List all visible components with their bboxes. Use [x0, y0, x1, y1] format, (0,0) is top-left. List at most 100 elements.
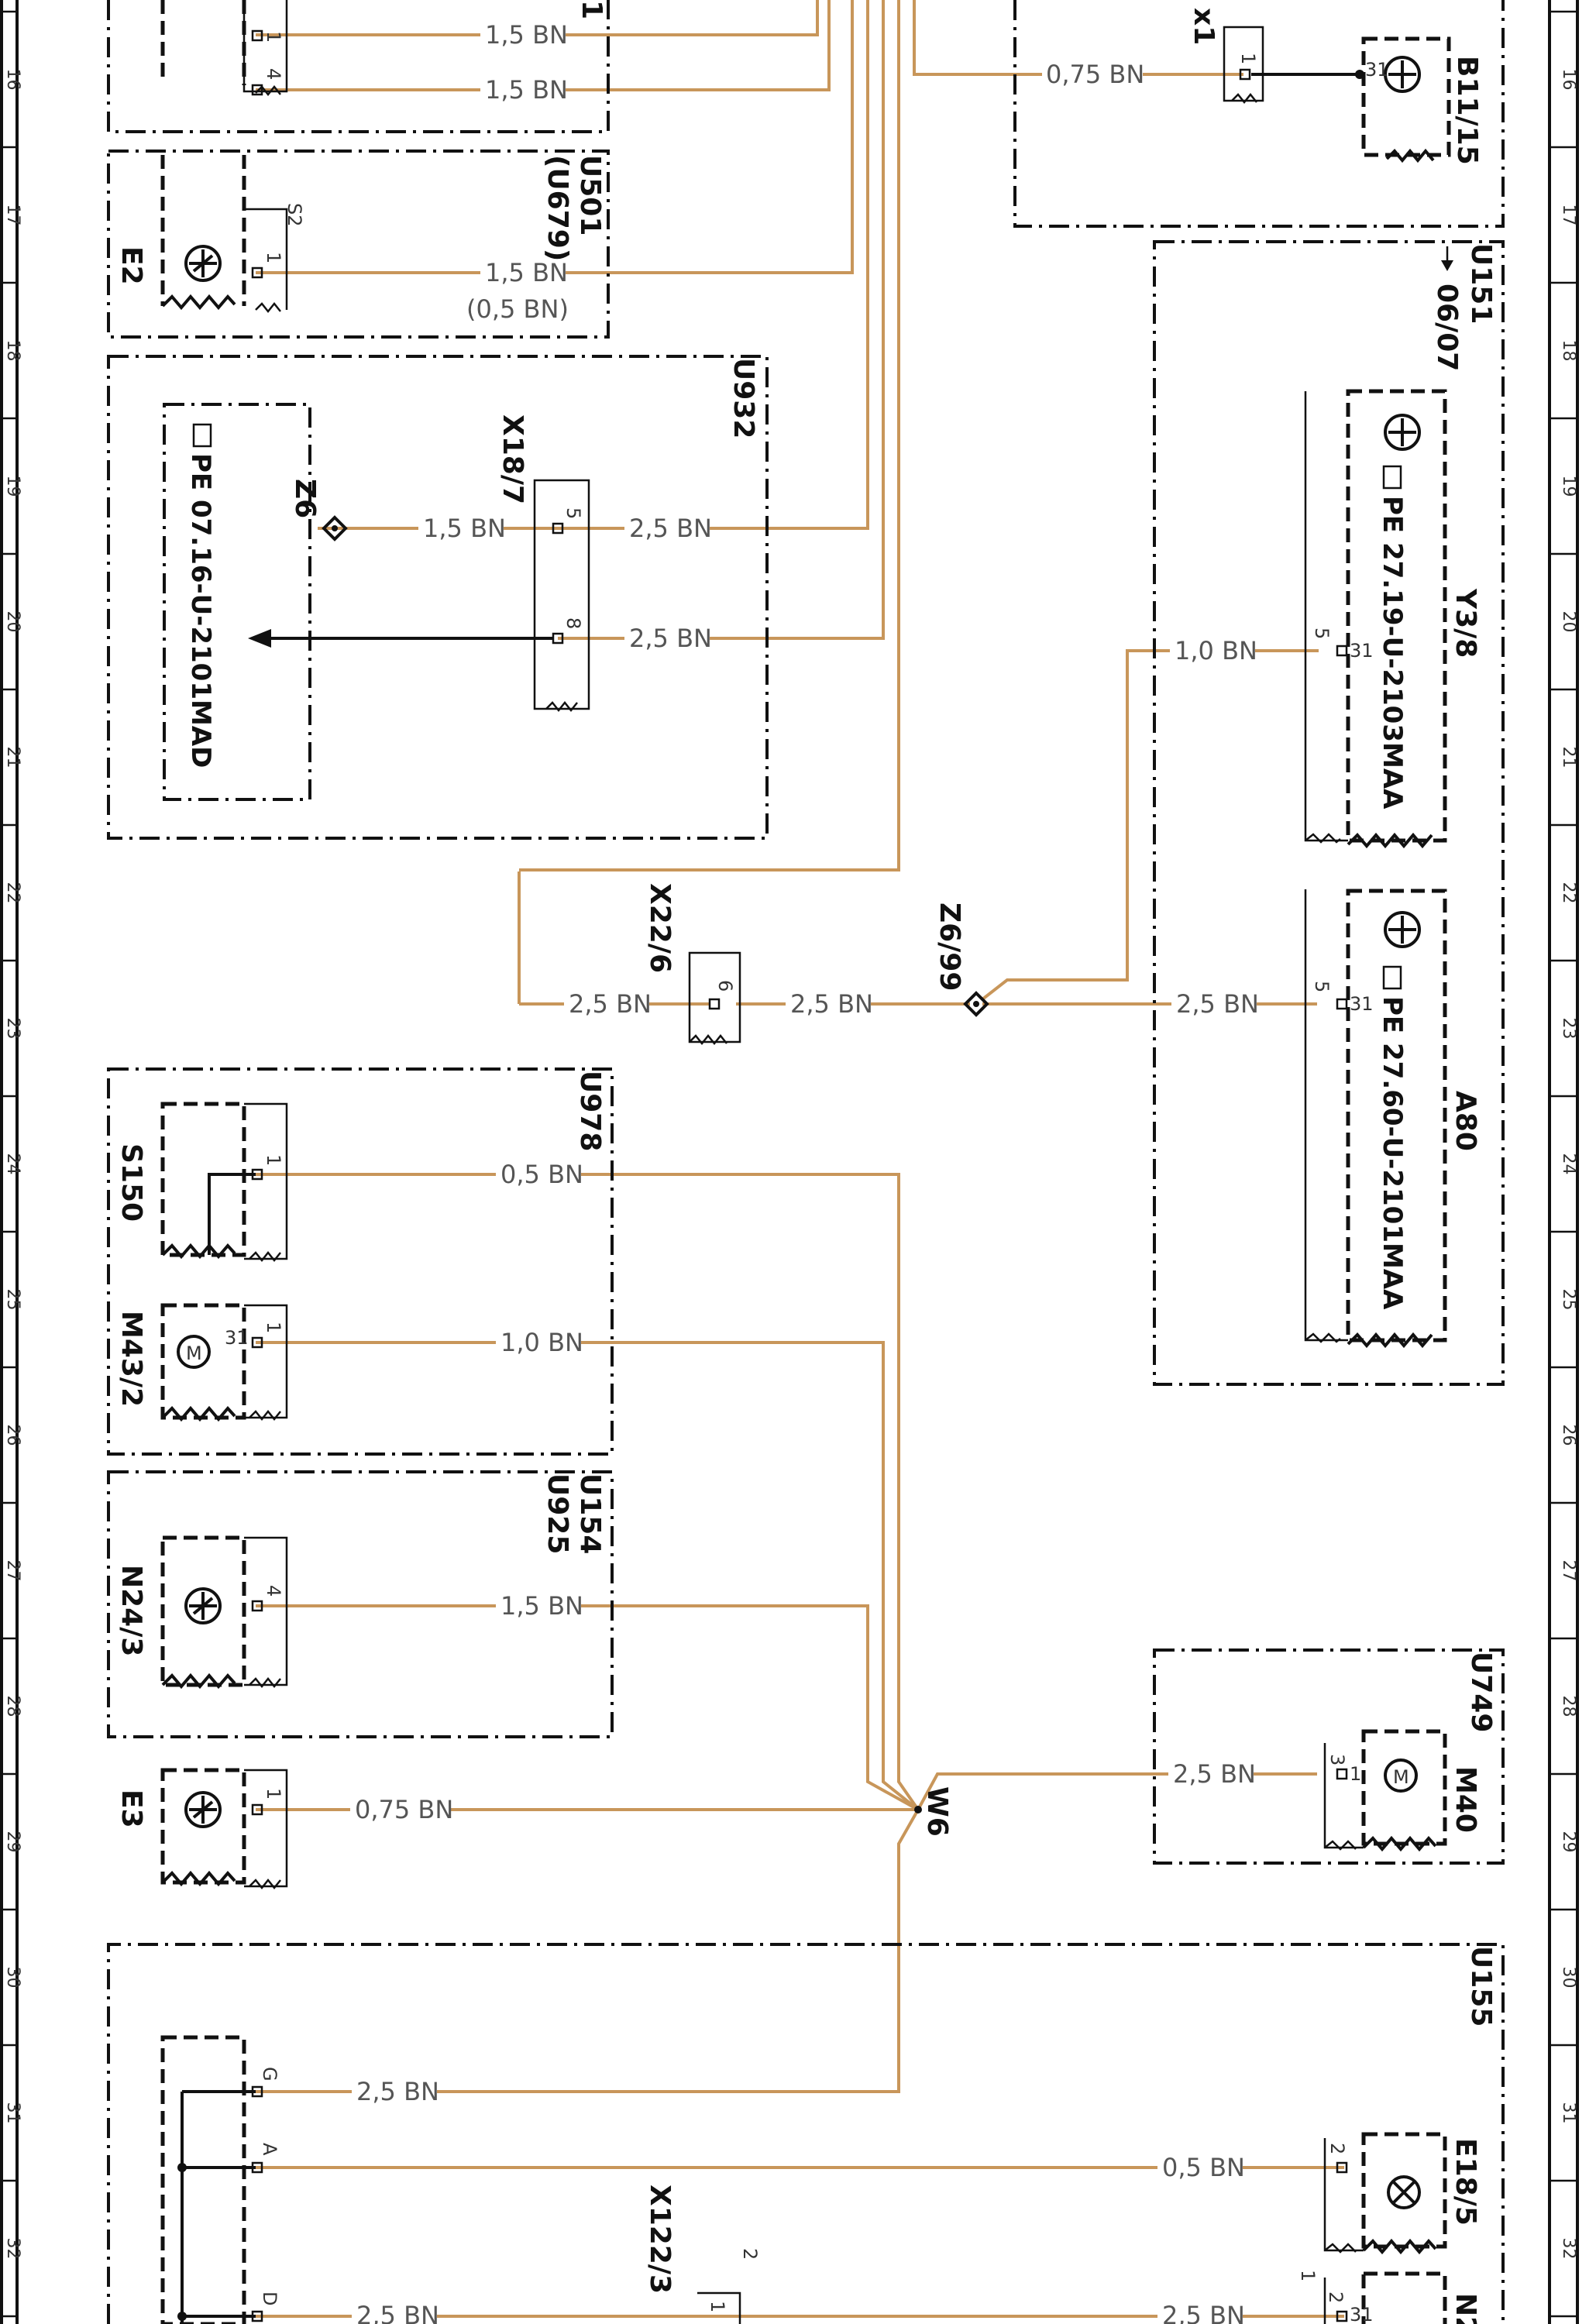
ruler-row-label: 27 — [1559, 1560, 1578, 1582]
label-w6: W6 — [921, 1786, 953, 1837]
ruler-row-label: 23 — [1559, 1018, 1578, 1040]
label-a80: A80 — [1450, 1091, 1481, 1151]
svg-text:1: 1 — [1297, 2270, 1319, 2281]
svg-text:1: 1 — [263, 1788, 284, 1800]
reference-arrow — [248, 629, 553, 648]
ruler-row-label: 21 — [3, 747, 22, 768]
ref-pe-0716: PE 07.16-U-2101MAD — [185, 453, 216, 768]
hand-pointer-icon — [1382, 465, 1402, 490]
svg-text:1: 1 — [707, 2301, 728, 2312]
ruler-row-label: 18 — [3, 340, 22, 362]
motor-icon: M — [177, 1335, 211, 1369]
wire-label: 2,5 BN — [569, 989, 652, 1019]
left-ruler — [0, 0, 19, 2324]
label-x1: x1 — [1188, 8, 1219, 45]
svg-text:5: 5 — [1311, 981, 1333, 992]
label-n2: N2 — [1450, 2293, 1481, 2324]
label-s150: S150 — [115, 1143, 147, 1222]
pin-labels: 1 4 S2 1 1 31 5 8 5 31 6 5 31 1 31 1 4 1… — [225, 31, 1389, 2324]
svg-text:4: 4 — [263, 68, 284, 80]
svg-text:U501: U501 — [574, 155, 606, 235]
svg-text:2: 2 — [739, 2248, 761, 2260]
ruler-row-label: 25 — [1559, 1289, 1578, 1311]
wire-label: 1,5 BN — [485, 258, 568, 287]
wire-label: 1,5 BN — [485, 75, 568, 105]
wire-label: 1,0 BN — [500, 1328, 583, 1357]
ruler-row-label: 29 — [1559, 1831, 1578, 1853]
label-y3-8: Y3/8 — [1450, 588, 1481, 658]
wire-label: 2,5 BN — [629, 514, 712, 543]
svg-text:1: 1 — [263, 31, 284, 43]
motor-icon: M — [1384, 1758, 1418, 1793]
ruler-row-label: 26 — [1559, 1425, 1578, 1446]
svg-text:31: 31 — [1365, 59, 1389, 81]
ruler-row-label: 20 — [1559, 611, 1578, 633]
wire-label: 0,75 BN — [355, 1795, 453, 1824]
ruler-row-label: 17 — [3, 205, 22, 226]
wire-label: 2,5 BN — [1176, 989, 1259, 1019]
label-n24-3: N24/3 — [115, 1565, 147, 1656]
pin-markers — [251, 29, 1348, 2322]
svg-text:U155: U155 — [1465, 1946, 1497, 2027]
wire-label: 0,5 BN — [500, 1160, 583, 1189]
hand-pointer-icon — [192, 423, 212, 448]
svg-text:06/07: 06/07 — [1431, 284, 1463, 371]
wire-label: 0,75 BN — [1046, 60, 1144, 89]
label-b11-15: B11/15 — [1451, 56, 1483, 165]
ruler-row-label: 30 — [1559, 1967, 1578, 1989]
wire-label: 2,5 BN — [1173, 1759, 1256, 1789]
ruler-row-label: 20 — [3, 611, 22, 633]
label-x122-3: X122/3 — [644, 2185, 676, 2294]
wire-labels: 1,5 BN 1,5 BN 0,75 BN 1,5 BN (0,5 BN) 1,… — [350, 19, 1259, 2324]
sensor-icon — [184, 245, 222, 282]
lamp-icon — [1387, 2175, 1421, 2209]
ruler-row-label: 25 — [3, 1289, 22, 1311]
svg-text:M: M — [1393, 1766, 1409, 1788]
svg-text:U925: U925 — [542, 1473, 573, 1554]
ruler-row-label: 28 — [3, 1696, 22, 1717]
svg-text:S2: S2 — [284, 203, 305, 227]
wire-label: 1,5 BN — [423, 514, 506, 543]
wire-label: 2,5 BN — [790, 989, 873, 1019]
sensor-icon — [1384, 911, 1421, 948]
wire-label: 1,5 BN — [485, 20, 568, 50]
right-ruler — [1548, 0, 1579, 2324]
hand-pointer-icon — [1382, 965, 1402, 990]
svg-text:1: 1 — [576, 0, 607, 19]
svg-text:31: 31 — [1350, 2304, 1374, 2324]
svg-text:1: 1 — [1237, 53, 1259, 64]
ruler-row-label: 21 — [1559, 747, 1578, 768]
svg-text:U932: U932 — [727, 358, 759, 438]
label-z6: Z6 — [289, 479, 321, 518]
wire-label: 2,5 BN — [629, 624, 712, 653]
ruler-row-label: 24 — [1559, 1153, 1578, 1175]
component-bodies — [160, 0, 1451, 2324]
svg-text:U154: U154 — [574, 1473, 606, 1554]
svg-text:(U679): (U679) — [542, 155, 573, 261]
svg-text:1: 1 — [263, 252, 284, 263]
wire-label: 1,0 BN — [1175, 636, 1257, 665]
label-x22-6: X22/6 — [644, 883, 676, 973]
label-e2: E2 — [115, 246, 147, 285]
pe-references: PE 07.16-U-2101MAD PE 27.19-U-2103MAA PE… — [185, 453, 1408, 1310]
label-e3: E3 — [115, 1789, 147, 1828]
sensor-icon — [184, 1791, 222, 1828]
ruler-ticks — [2, 10, 1577, 2318]
ruler-row-label: 19 — [1559, 476, 1578, 497]
ruler-row-label: 26 — [3, 1425, 22, 1446]
svg-text:4: 4 — [263, 1585, 284, 1597]
label-z6-99: Z6/99 — [934, 902, 965, 991]
ruler-row-label: 22 — [3, 882, 22, 904]
ground-point-w6 — [914, 1806, 922, 1813]
svg-text:U749: U749 — [1465, 1652, 1497, 1732]
svg-text:M: M — [186, 1342, 202, 1364]
svg-text:1: 1 — [263, 1154, 284, 1166]
svg-text:31: 31 — [1350, 640, 1374, 662]
ruler-row-label: 16 — [3, 69, 22, 91]
svg-text:1: 1 — [263, 1322, 284, 1333]
ruler-row-label: 29 — [3, 1831, 22, 1853]
ruler-row-label: 31 — [1559, 2102, 1578, 2124]
sensor-icon — [184, 1587, 222, 1624]
